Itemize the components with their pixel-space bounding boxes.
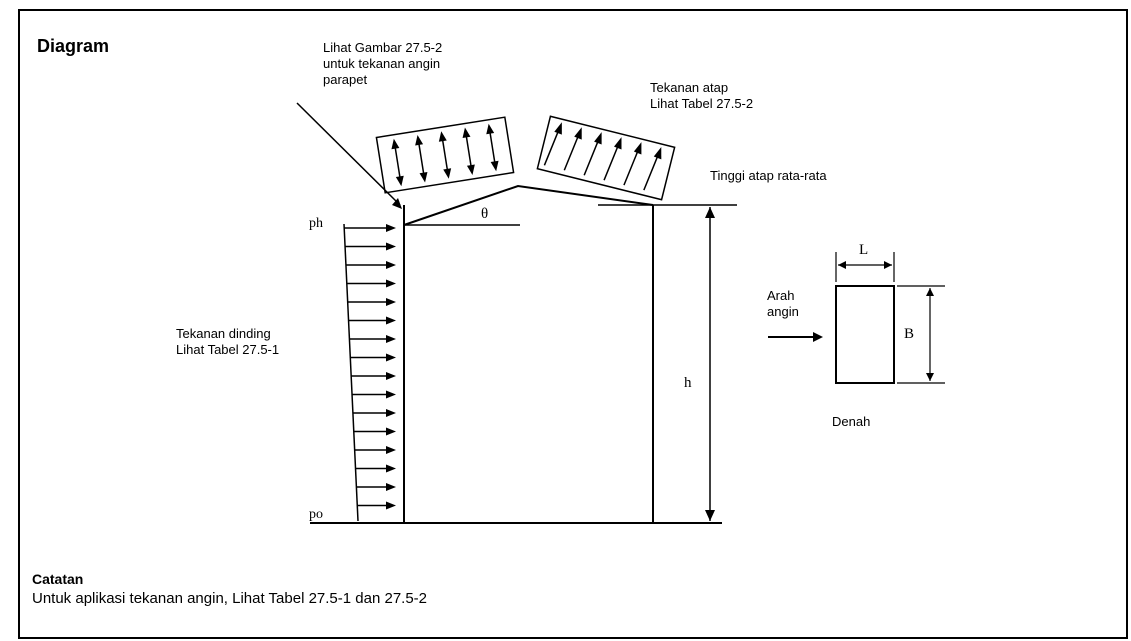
parapet-note-line3: parapet xyxy=(323,72,368,87)
wall-pressure-arrow xyxy=(346,279,396,288)
parapet-leader-arrowhead xyxy=(392,198,402,209)
p0-label: po xyxy=(309,507,323,522)
wall-pressure-arrow xyxy=(352,409,396,417)
notes-text: Untuk aplikasi tekanan angin, Lihat Tabe… xyxy=(32,590,428,607)
height-arrow-bottom xyxy=(705,510,715,521)
wind-arrowhead xyxy=(813,332,823,342)
diagram-title: Diagram xyxy=(37,36,110,56)
wall-pressure-arrow xyxy=(356,483,396,491)
notes-heading: Catatan xyxy=(32,571,84,587)
figure-frame xyxy=(18,9,1128,639)
parapet-pressure-arrow xyxy=(438,131,452,179)
roof-pressure-arrow xyxy=(603,137,622,181)
parapet-leader xyxy=(296,102,401,206)
plan-L-arrow-left xyxy=(838,261,846,269)
parapet-pressure-arrow xyxy=(486,123,499,172)
roof-pressure-line1: Tekanan atap xyxy=(650,80,729,95)
gable-roof xyxy=(403,184,654,226)
roof-pressure-arrow xyxy=(583,132,602,176)
wind-direction-line2: angin xyxy=(767,304,799,319)
roof-pressure-arrow xyxy=(543,122,562,166)
wall-pressure-arrow xyxy=(344,224,396,232)
wall-pressure-arrow xyxy=(353,427,396,436)
plan-length-label: L xyxy=(859,242,869,258)
wall-pressure-profile xyxy=(343,223,359,522)
wall-pressure-arrow xyxy=(351,372,396,380)
plan-B-arrow-top xyxy=(926,288,934,296)
roof-pressure-arrow xyxy=(623,142,642,186)
wall-pressure-arrow xyxy=(347,298,396,306)
wall-pressure-arrow xyxy=(345,261,396,269)
height-h-label: h xyxy=(684,375,692,391)
wall-pressure-arrow xyxy=(350,353,396,362)
parapet-pressure-arrow xyxy=(462,127,475,175)
wall-pressure-arrow xyxy=(345,242,396,251)
parapet-pressure-box xyxy=(375,116,515,194)
parapet-note-line1: Lihat Gambar 27.5-2 xyxy=(323,40,443,55)
roof-pressure-arrow xyxy=(643,147,662,191)
roof-pressure-box xyxy=(536,115,676,201)
wind-direction-line1: Arah xyxy=(767,288,795,303)
angle-theta-label: θ xyxy=(481,206,489,222)
wall-pressure-arrow xyxy=(349,335,396,343)
height-arrow-top xyxy=(705,207,715,218)
plan-rectangle xyxy=(835,285,895,384)
plan-B-arrow-bottom xyxy=(926,373,934,381)
wall-pressure-arrow xyxy=(354,446,396,454)
wall-pressure-arrow xyxy=(355,464,396,473)
parapet-pressure-arrow xyxy=(391,138,404,187)
plan-L-arrow-right xyxy=(884,261,892,269)
wall-pressure-line2: Lihat Tabel 27.5-1 xyxy=(176,342,280,357)
wall-pressure-line1: Tekanan dinding xyxy=(176,326,271,341)
wall-pressure-arrow xyxy=(352,390,396,399)
mean-roof-height-label: Tinggi atap rata-rata xyxy=(710,168,827,183)
roof-pressure-arrow xyxy=(563,127,582,171)
parapet-pressure-arrow xyxy=(415,135,428,183)
wall-pressure-arrow xyxy=(357,501,396,510)
wall-pressure-arrow xyxy=(348,316,396,325)
roof-pressure-line2: Lihat Tabel 27.5-2 xyxy=(650,96,754,111)
parapet-note-line2: untuk tekanan angin xyxy=(323,56,441,71)
wall-pressure-arrows xyxy=(344,224,396,510)
plan-width-label: B xyxy=(904,326,915,342)
plan-label: Denah xyxy=(832,414,871,429)
ph-label: ph xyxy=(309,216,323,231)
